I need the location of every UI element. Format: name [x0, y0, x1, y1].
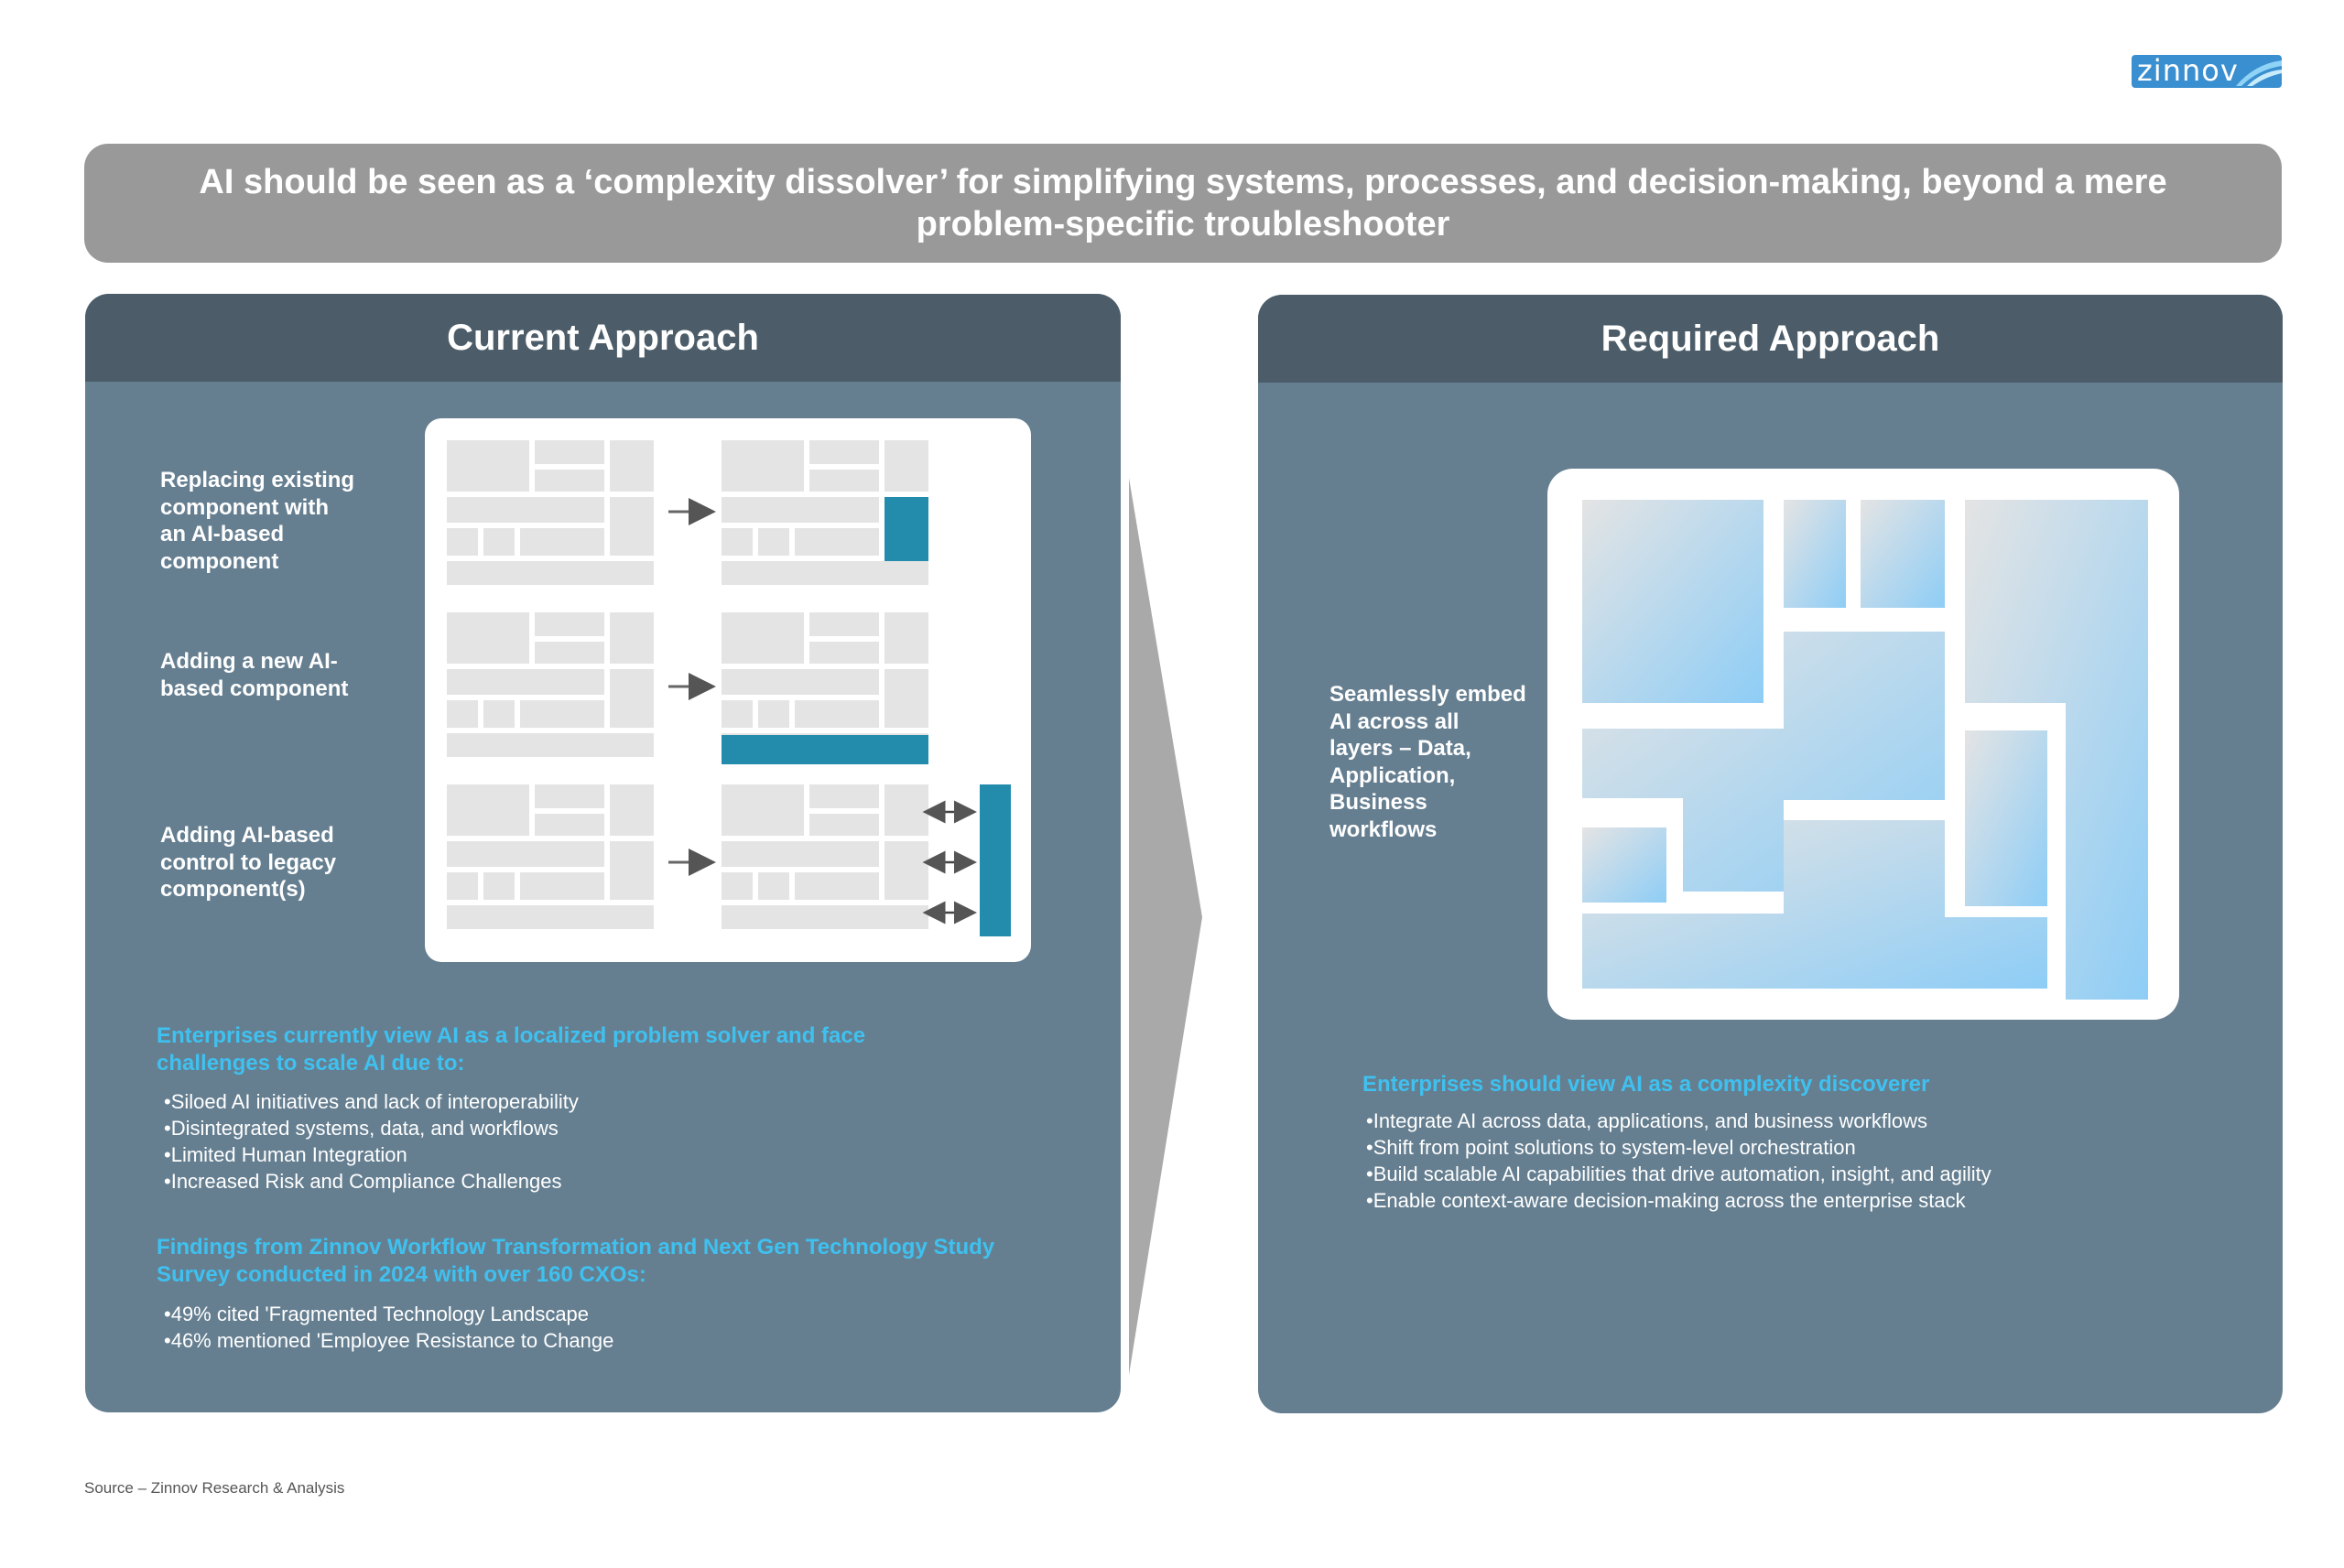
current-approach-title: Current Approach	[447, 317, 759, 358]
integrated-layers-diagram	[1547, 469, 2179, 1020]
integrated-block	[1582, 827, 1666, 903]
label-adding-new-component: Adding a new AI-based component	[160, 649, 349, 701]
findings-list: 49% cited 'Fragmented Technology Landsca…	[164, 1301, 988, 1354]
required-approach-title: Required Approach	[1601, 318, 1940, 359]
ai-control-component	[980, 784, 1011, 936]
required-heading: Enterprises should view AI as a complexi…	[1362, 1072, 1930, 1097]
label-adding-control: Adding AI-based control to legacy compon…	[160, 823, 337, 902]
architecture-blocks-diagram	[447, 440, 1011, 936]
integrated-block	[1582, 820, 2047, 989]
integrated-block	[1965, 500, 2148, 1000]
current-enterprise-heading: Enterprises currently view AI as a local…	[157, 1023, 866, 1076]
headline-text: AI should be seen as a ‘complexity disso…	[199, 163, 2167, 243]
integrated-block	[1582, 632, 1945, 892]
source-note: Source – Zinnov Research & Analysis	[84, 1479, 345, 1497]
legacy-system-block	[447, 784, 654, 929]
challenges-list: Siloed AI initiatives and lack of intero…	[164, 1088, 988, 1195]
ai-new-component	[722, 735, 928, 764]
integrated-block	[1582, 500, 1763, 703]
headline-banner: AI should be seen as a ‘complexity disso…	[84, 144, 2282, 263]
required-point-item: Build scalable AI capabilities that driv…	[1366, 1161, 2236, 1187]
label-replacing-component: Replacing existing component with an AI-…	[160, 468, 355, 574]
legacy-system-block	[447, 440, 654, 585]
legacy-system-block	[447, 612, 654, 757]
challenge-item: Siloed AI initiatives and lack of intero…	[164, 1088, 988, 1115]
challenge-item: Increased Risk and Compliance Challenges	[164, 1168, 988, 1195]
integrated-block	[1784, 500, 1846, 608]
logo-text: zinnov	[2137, 55, 2239, 88]
integrated-block	[1861, 500, 1945, 608]
findings-heading: Findings from Zinnov Workflow Transforma…	[157, 1235, 995, 1287]
label-seamless-embed: Seamlessly embed AI across all layers – …	[1329, 682, 1526, 842]
current-approach-diagram	[425, 418, 1031, 962]
required-point-item: Enable context-aware decision-making acr…	[1366, 1187, 2236, 1214]
updated-system-block	[722, 784, 928, 929]
transition-chevron-icon	[1129, 478, 1202, 1375]
required-point-item: Shift from point solutions to system-lev…	[1366, 1134, 2236, 1161]
logo-swoosh-icon	[2236, 60, 2282, 86]
ai-replacement-component	[884, 497, 928, 561]
zinnov-logo: zinnov	[2132, 55, 2282, 88]
challenge-item: Limited Human Integration	[164, 1141, 988, 1168]
required-approach-header: Required Approach	[1258, 295, 2283, 383]
current-approach-header: Current Approach	[85, 294, 1121, 382]
required-point-item: Integrate AI across data, applications, …	[1366, 1108, 2236, 1134]
integrated-block	[1965, 730, 2047, 906]
finding-item: 49% cited 'Fragmented Technology Landsca…	[164, 1301, 988, 1327]
required-approach-panel: Required Approach Seamlessly embed AI ac…	[1258, 295, 2283, 1413]
finding-item: 46% mentioned 'Employee Resistance to Ch…	[164, 1327, 988, 1354]
challenge-item: Disintegrated systems, data, and workflo…	[164, 1115, 988, 1141]
current-approach-panel: Current Approach Replacing existing comp…	[85, 294, 1121, 1412]
required-points-list: Integrate AI across data, applications, …	[1366, 1108, 2236, 1214]
